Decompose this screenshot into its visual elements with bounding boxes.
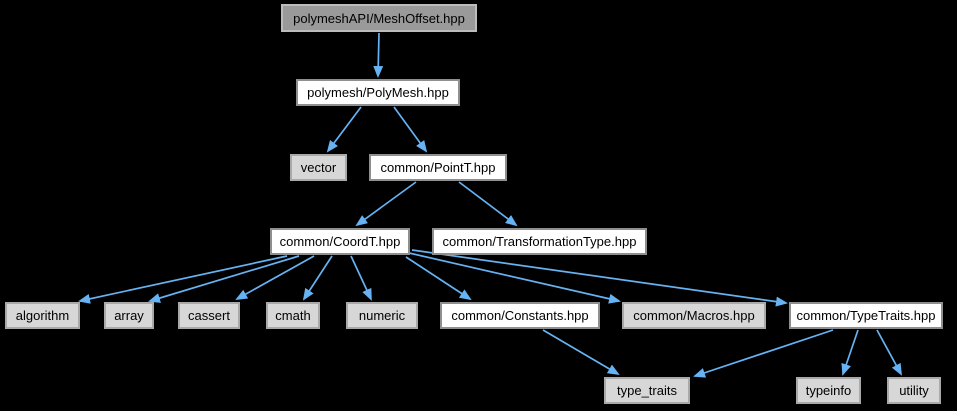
edge-polymesh-pointt xyxy=(393,106,428,153)
edge-meshoffset-polymesh xyxy=(373,32,384,78)
node-constants[interactable]: common/Constants.hpp xyxy=(440,302,600,329)
edge-typetraits-utility xyxy=(876,329,902,376)
node-coordt[interactable]: common/CoordT.hpp xyxy=(270,228,410,255)
edge-coordt-algorithm xyxy=(78,255,288,304)
node-typetraits[interactable]: common/TypeTraits.hpp xyxy=(789,302,943,329)
edge-typetraits-type_traits xyxy=(693,329,834,378)
node-cmath: cmath xyxy=(266,302,320,329)
node-pointt[interactable]: common/PointT.hpp xyxy=(369,154,507,181)
edge-coordt-array xyxy=(148,255,300,303)
edge-pointt-transformationtype xyxy=(458,181,518,227)
edge-coordt-typetraits xyxy=(411,249,788,307)
node-polymesh[interactable]: polymesh/PolyMesh.hpp xyxy=(296,79,460,106)
edge-coordt-cmath xyxy=(302,255,333,301)
edge-coordt-macros xyxy=(408,252,621,304)
node-cassert: cassert xyxy=(178,302,240,329)
edge-pointt-coordt xyxy=(355,181,417,227)
node-typeinfo: typeinfo xyxy=(796,377,861,404)
edge-polymesh-vector xyxy=(326,106,362,153)
node-macros: common/Macros.hpp xyxy=(622,302,766,329)
node-vector: vector xyxy=(290,154,347,181)
node-algorithm: algorithm xyxy=(5,302,80,329)
node-utility: utility xyxy=(887,377,941,404)
node-transformationtype[interactable]: common/TransformationType.hpp xyxy=(432,228,647,255)
node-type_traits: type_traits xyxy=(604,377,690,404)
edge-coordt-cassert xyxy=(235,255,315,300)
edge-typetraits-typeinfo xyxy=(841,329,859,376)
node-numeric: numeric xyxy=(346,302,418,329)
node-meshoffset: polymeshAPI/MeshOffset.hpp xyxy=(281,4,477,32)
edge-coordt-numeric xyxy=(350,255,372,301)
edge-constants-type_traits xyxy=(542,329,620,376)
edge-coordt-constants xyxy=(405,256,472,301)
node-array: array xyxy=(104,302,154,329)
